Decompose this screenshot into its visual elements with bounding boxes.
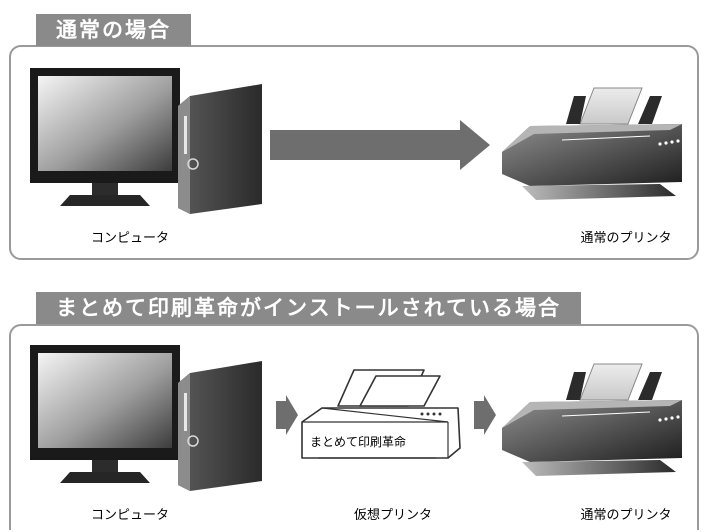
- caption-computer-1: コンピュータ: [90, 231, 170, 246]
- caption-computer-2: コンピュータ: [90, 508, 170, 523]
- caption-printer-2: 通常のプリンタ: [580, 508, 672, 523]
- flow-arrow: [270, 120, 490, 170]
- flow-arrow: [474, 395, 496, 435]
- section-normal-heading: 通常の場合: [36, 14, 191, 46]
- section-installed-heading: まとめて印刷革命がインストールされている場合: [36, 292, 581, 324]
- caption-printer-1: 通常のプリンタ: [580, 231, 672, 246]
- computer-icon: [30, 345, 262, 491]
- printer-icon: [502, 363, 682, 476]
- flow-arrow: [276, 395, 298, 435]
- virtual-printer-box-text: まとめて印刷革命: [310, 435, 407, 449]
- printer-icon: [502, 87, 682, 200]
- virtual-printer-icon: [301, 369, 461, 459]
- computer-icon: [30, 68, 262, 214]
- caption-virtual-printer: 仮想プリンタ: [353, 508, 433, 523]
